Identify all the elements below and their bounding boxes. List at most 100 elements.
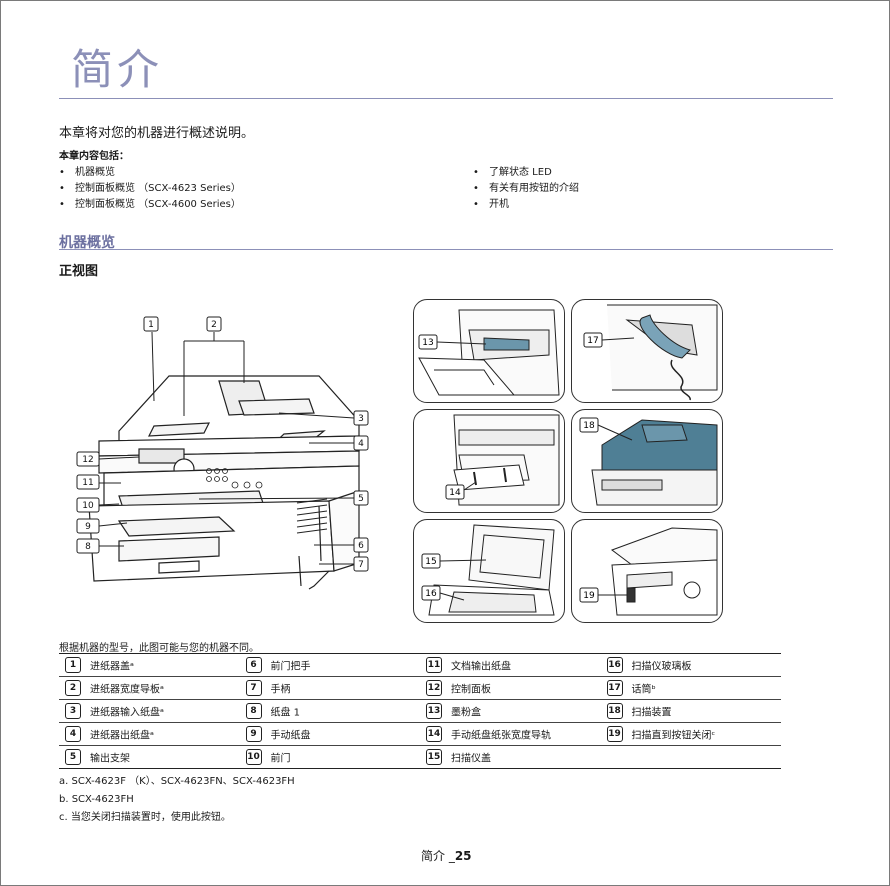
legend-number: 10 — [245, 749, 262, 765]
contents-item: 开机 — [473, 197, 579, 213]
legend-row: 2 进纸器宽度导板ᵃ 7 手柄 12 控制面板 17 话筒ᵇ — [59, 676, 781, 700]
legend-cell: 6 前门把手 — [239, 653, 420, 677]
page-number: 25 — [454, 849, 472, 863]
callout-8: 8 — [85, 542, 91, 552]
legend-number: 1 — [65, 657, 81, 673]
legend-cell: 17 话筒ᵇ — [600, 676, 781, 700]
callout-2: 2 — [211, 320, 217, 330]
legend-number: 6 — [245, 657, 262, 673]
footnote-a: a. SCX-4623F （K）、SCX-4623FN、SCX-4623FH — [59, 776, 295, 787]
legend-number: 4 — [65, 726, 81, 742]
legend-label: 控制面板 — [451, 684, 491, 696]
intro-text: 本章将对您的机器进行概述说明。 — [59, 126, 255, 141]
section-title: 机器概览 — [59, 235, 115, 251]
legend-label: 进纸器出纸盘ᵃ — [90, 730, 154, 742]
legend-row: 4 进纸器出纸盘ᵃ 9 手动纸盘 14 手动纸盘纸张宽度导轨 19 扫描直到按钮关闭ᶜ — [59, 722, 781, 746]
legend-number: 5 — [65, 749, 81, 765]
footer-label: 简介 _ — [421, 849, 455, 863]
legend-row: 5 输出支架 10 前门 15 扫描仪盖 — [59, 745, 781, 769]
contents-item: 机器概览 — [59, 165, 241, 181]
figure-caption: 根据机器的型号，此图可能与您的机器不同。 — [59, 643, 259, 654]
legend-label: 扫描仪玻璃板 — [631, 661, 692, 673]
panel-scanner-unit: 18 — [571, 409, 723, 513]
legend-cell: 11 文档输出纸盘 — [420, 653, 601, 677]
legend-number: 8 — [245, 703, 262, 719]
legend-number: 9 — [245, 726, 262, 742]
printer-front-illustration: 1 2 3 4 5 6 7 8 9 10 11 12 — [59, 301, 409, 611]
legend-label: 手动纸盘 — [270, 730, 311, 742]
callout-15: 15 — [425, 557, 436, 567]
contents-item: 控制面板概览 （SCX-4600 Series） — [59, 197, 241, 213]
sub-title: 正视图 — [59, 264, 99, 279]
legend-cell: 13 墨粉盒 — [420, 699, 601, 723]
legend-cell: 4 进纸器出纸盘ᵃ — [59, 722, 240, 746]
title-rule — [59, 98, 833, 99]
callout-9: 9 — [85, 522, 91, 532]
panel-toner: 13 — [413, 299, 565, 403]
legend-label: 进纸器输入纸盘ᵃ — [90, 707, 164, 719]
legend-label: 进纸器宽度导板ᵃ — [90, 684, 164, 696]
legend-cell: 19 扫描直到按钮关闭ᶜ — [600, 722, 781, 746]
legend-number: 18 — [606, 703, 623, 719]
callout-10: 10 — [82, 501, 94, 511]
legend-label: 纸盘 1 — [270, 707, 301, 719]
callout-12: 12 — [82, 455, 93, 465]
legend-cell: 8 纸盘 1 — [239, 699, 420, 723]
contents-item: 了解状态 LED — [473, 165, 579, 181]
legend-cell: 10 前门 — [239, 745, 420, 769]
legend-cell: 7 手柄 — [239, 676, 420, 700]
legend-number: 11 — [426, 657, 442, 673]
contents-list-left: 机器概览 控制面板概览 （SCX-4623 Series） 控制面板概览 （SC… — [59, 165, 241, 213]
callout-6: 6 — [358, 541, 364, 551]
panel-scanner-glass: 15 16 — [413, 519, 565, 623]
callout-4: 4 — [358, 439, 364, 449]
legend-number: 2 — [65, 680, 81, 696]
legend-cell: 14 手动纸盘纸张宽度导轨 — [420, 722, 601, 746]
callout-17: 17 — [587, 336, 598, 346]
contents-label: 本章内容包括： — [59, 151, 129, 162]
panel-scan-button: 19 — [571, 519, 723, 623]
legend-label: 扫描仪盖 — [451, 753, 491, 765]
legend-cell: 9 手动纸盘 — [239, 722, 420, 746]
contents-list-right: 了解状态 LED 有关有用按钮的介绍 开机 — [473, 165, 579, 213]
legend-label: 墨粉盒 — [451, 707, 481, 719]
legend-number: 16 — [606, 657, 623, 673]
legend-label: 扫描直到按钮关闭ᶜ — [631, 730, 716, 742]
legend-label: 前门 — [270, 753, 291, 765]
legend-cell: 5 输出支架 — [59, 745, 240, 769]
legend-label: 手柄 — [270, 684, 291, 696]
contents-item: 有关有用按钮的介绍 — [473, 181, 579, 197]
callout-11: 11 — [82, 478, 93, 488]
legend-label: 输出支架 — [90, 753, 130, 765]
legend-number: 14 — [426, 726, 442, 742]
legend-cell: 12 控制面板 — [420, 676, 601, 700]
legend-number: 19 — [606, 726, 623, 742]
legend-number: 17 — [606, 680, 623, 696]
legend-label: 话筒ᵇ — [631, 684, 656, 696]
legend-number: 12 — [426, 680, 442, 696]
legend-cell — [600, 745, 781, 769]
callout-14: 14 — [449, 488, 461, 498]
legend-cell: 18 扫描装置 — [600, 699, 781, 723]
callout-18: 18 — [583, 421, 595, 431]
legend-number: 13 — [426, 703, 442, 719]
contents-item: 控制面板概览 （SCX-4623 Series） — [59, 181, 241, 197]
legend-number: 15 — [426, 749, 442, 765]
callout-13: 13 — [422, 338, 433, 348]
legend-number: 7 — [245, 680, 262, 696]
panel-manual-tray: 14 — [413, 409, 565, 513]
legend-label: 扫描装置 — [631, 707, 672, 719]
callout-16: 16 — [425, 589, 437, 599]
legend-cell: 2 进纸器宽度导板ᵃ — [59, 676, 240, 700]
legend-label: 文档输出纸盘 — [451, 661, 511, 673]
section-rule — [59, 249, 833, 250]
legend-label: 前门把手 — [270, 661, 311, 673]
legend-label: 手动纸盘纸张宽度导轨 — [451, 730, 551, 742]
page-footer: 简介 _25 — [421, 847, 472, 864]
legend-cell: 15 扫描仪盖 — [420, 745, 601, 769]
